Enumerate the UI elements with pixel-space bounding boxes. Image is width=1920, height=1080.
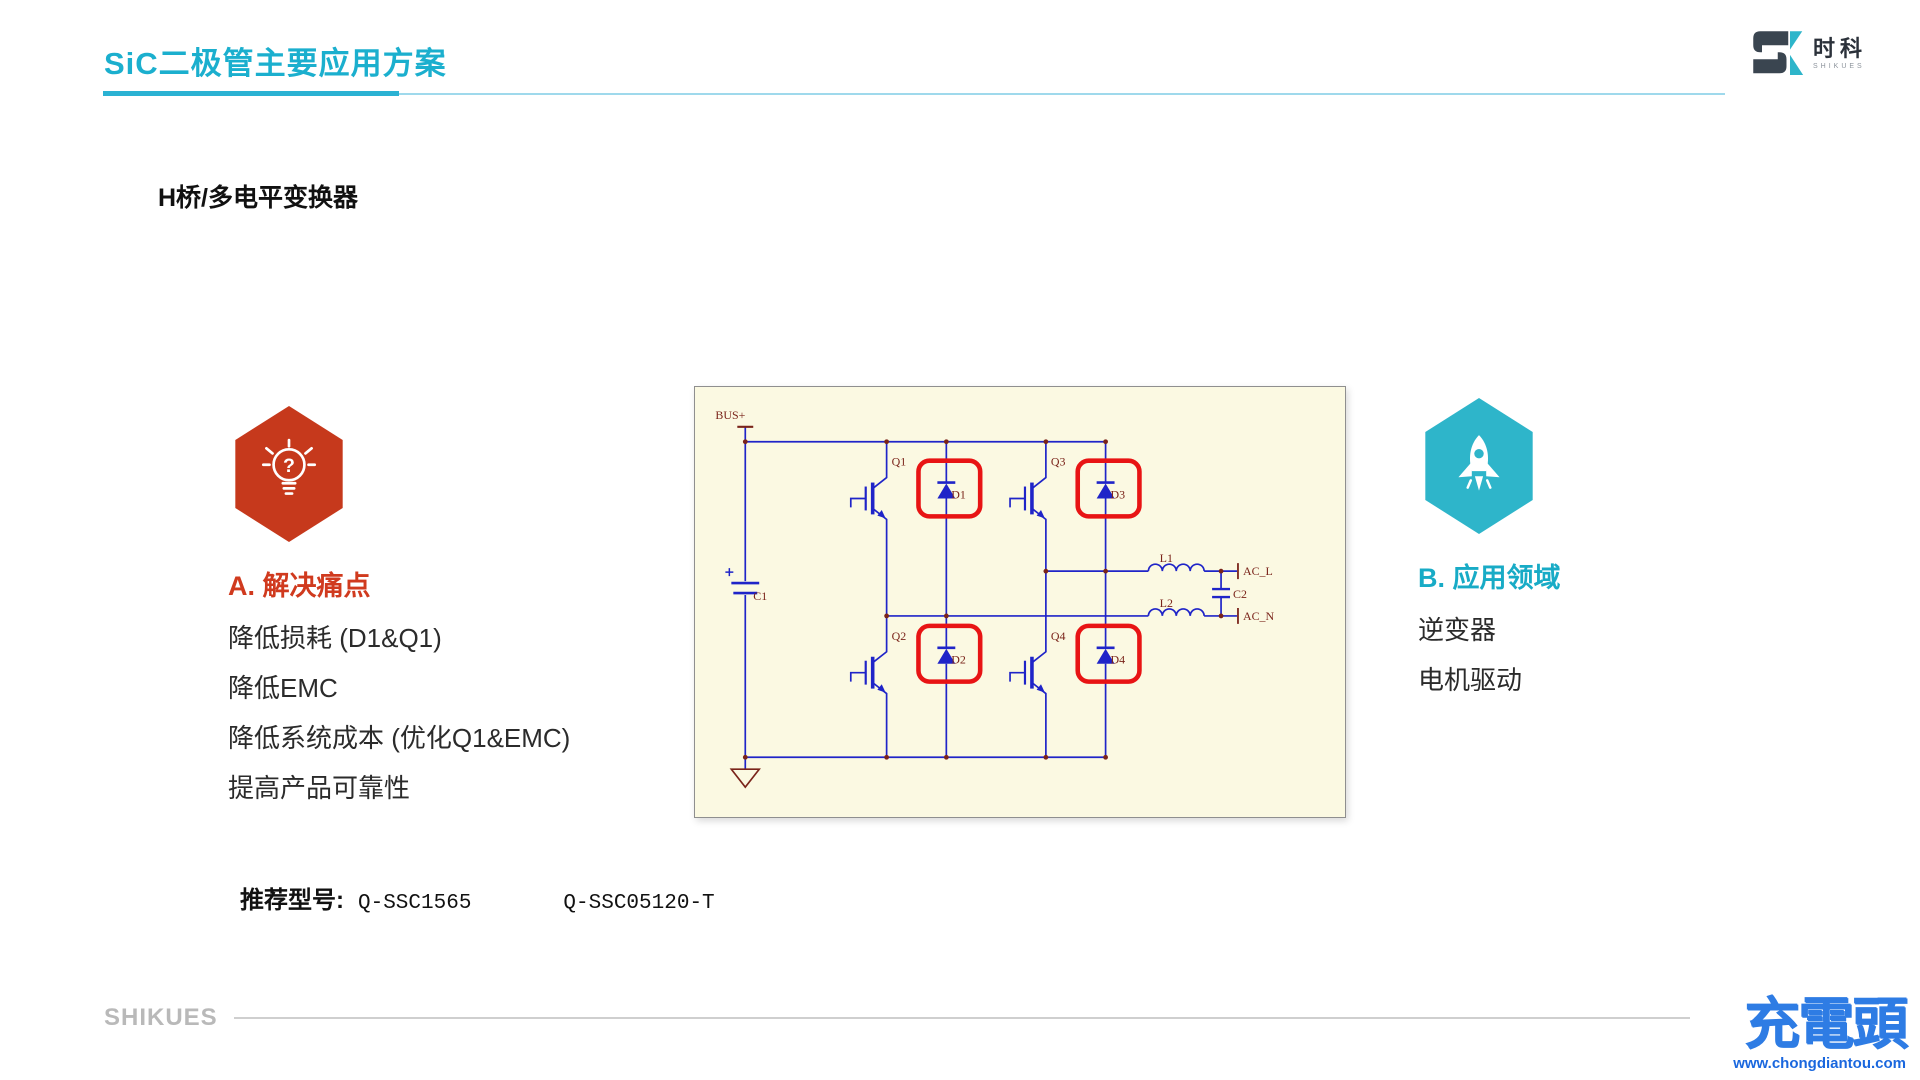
- circuit-label-q1: Q1: [892, 455, 907, 469]
- circuit-label-l2: L2: [1160, 596, 1173, 610]
- page-title: SiC二极管主要应用方案: [104, 46, 447, 81]
- applications-heading: B. 应用领域: [1418, 563, 1561, 593]
- h-bridge-schematic: BUS+ C1 Q1 Q2 Q3 Q4 D1 D2 D3 D4 L1 L2 C2…: [715, 408, 1275, 789]
- pain-points-block: ? A. 解决痛点 降低损耗 (D1&Q1) 降低EMC 降低系统成本 (优化Q…: [228, 406, 688, 813]
- diode-highlight-d1: [916, 458, 983, 519]
- rocket-icon: [1458, 435, 1500, 491]
- circuit-label-l1: L1: [1160, 551, 1173, 565]
- circuit-label-q4: Q4: [1051, 629, 1066, 643]
- company-logo-icon: [1753, 31, 1804, 75]
- transistor-q4: [1009, 571, 1047, 758]
- application-item: 逆变器: [1418, 615, 1497, 645]
- circuit-label-d1: D1: [951, 487, 966, 501]
- diode-d4: [1096, 571, 1115, 758]
- diode-highlight-d2: [916, 623, 983, 684]
- circuit-label-q2: Q2: [892, 629, 907, 643]
- circuit-label-c2: C2: [1233, 587, 1247, 601]
- pain-points-hexagon: ?: [235, 406, 343, 542]
- recommendation-model: Q-SSC1565: [358, 892, 472, 915]
- pain-point-item: 降低系统成本 (优化Q1&EMC): [228, 723, 571, 753]
- diode-highlight-d4: [1075, 623, 1142, 684]
- logo-company-name: 时科: [1813, 36, 1868, 62]
- pain-points-heading: A. 解决痛点: [228, 571, 371, 601]
- applications-hexagon: [1425, 398, 1533, 534]
- transistor-q2: [849, 615, 888, 758]
- footer-rule: [233, 1017, 1690, 1019]
- section-heading: H桥/多电平变换器: [158, 184, 359, 212]
- diode-highlights: [916, 458, 1142, 684]
- circuit-label-c1: C1: [753, 589, 767, 603]
- circuit-label-acn: AC_N: [1243, 609, 1275, 623]
- circuit-label-q3: Q3: [1051, 455, 1066, 469]
- watermark-url: www.chongdiantou.com: [1733, 1055, 1906, 1072]
- diode-d3: [1096, 441, 1115, 572]
- company-logo: 时科 SHIKUES: [1748, 26, 1867, 82]
- svg-text:?: ?: [283, 455, 295, 477]
- applications-block: B. 应用领域 逆变器 电机驱动: [1418, 398, 1878, 705]
- pain-point-item: 降低损耗 (D1&Q1): [228, 623, 442, 653]
- recommendation-label: 推荐型号:: [240, 887, 344, 914]
- circuit-label-bus: BUS+: [715, 408, 745, 422]
- circuit-label-d3: D3: [1111, 487, 1126, 501]
- circuit-label-d4: D4: [1111, 653, 1126, 667]
- applications-list: 逆变器 电机驱动: [1418, 605, 1878, 705]
- application-item: 电机驱动: [1418, 665, 1523, 695]
- pain-points-list: 降低损耗 (D1&Q1) 降低EMC 降低系统成本 (优化Q1&EMC) 提高产…: [228, 613, 688, 813]
- recommendation-row: 推荐型号: Q-SSC1565 Q-SSC05120-T: [240, 880, 715, 915]
- circuit-label-d2: D2: [951, 653, 966, 667]
- pain-point-item: 降低EMC: [228, 673, 338, 703]
- watermark: 充電頭 www.chongdiantou.com: [1733, 992, 1908, 1073]
- title-rule-accent: [103, 91, 399, 96]
- ground-symbol: [729, 425, 1239, 789]
- pain-point-item: 提高产品可靠性: [228, 773, 411, 803]
- circuit-label-acl: AC_L: [1243, 564, 1273, 578]
- logo-company-sub: SHIKUES: [1813, 63, 1865, 71]
- recommendation-model: Q-SSC05120-T: [563, 892, 715, 915]
- diode-highlight-d3: [1075, 458, 1142, 519]
- footer: SHIKUES: [104, 1004, 1690, 1032]
- transistor-q1: [849, 441, 888, 616]
- diode-d1: [937, 441, 956, 616]
- diode-d2: [937, 615, 956, 758]
- lightbulb-question-icon: ?: [261, 438, 317, 495]
- watermark-logo: 充電頭: [1744, 992, 1908, 1055]
- footer-brand: SHIKUES: [104, 1004, 218, 1031]
- title-rule: [103, 93, 1725, 95]
- junction-dots: [742, 439, 1224, 760]
- transistor-q3: [1009, 441, 1047, 572]
- circuit-diagram-panel: BUS+ C1 Q1 Q2 Q3 Q4 D1 D2 D3 D4 L1 L2 C2…: [694, 386, 1346, 818]
